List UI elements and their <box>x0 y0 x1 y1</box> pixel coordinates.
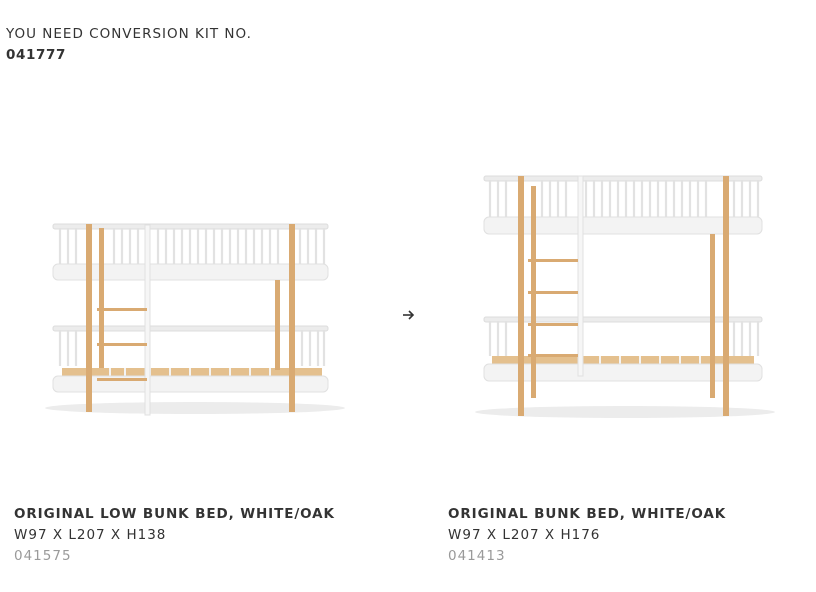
product-name[interactable]: ORIGINAL BUNK BED, WHITE/OAK <box>448 506 727 522</box>
low-bunk-bed-illustration <box>45 223 345 416</box>
product-card-low-bunk-bed[interactable]: ORIGINAL LOW BUNK BED, WHITE/OAK W97 X L… <box>14 120 384 564</box>
product-image-bunk-bed[interactable] <box>448 120 816 480</box>
product-dimensions: W97 X L207 X H176 <box>448 527 601 543</box>
product-name[interactable]: ORIGINAL LOW BUNK BED, WHITE/OAK <box>14 506 335 522</box>
product-image-low-bunk-bed[interactable] <box>14 120 384 480</box>
bunk-bed-illustration <box>475 175 775 418</box>
conversion-kit-heading: YOU NEED CONVERSION KIT NO. <box>6 26 252 42</box>
product-dimensions: W97 X L207 X H138 <box>14 527 167 543</box>
product-card-bunk-bed[interactable]: ORIGINAL BUNK BED, WHITE/OAK W97 X L207 … <box>448 120 816 564</box>
conversion-kit-number: 041777 <box>6 47 66 63</box>
arrow-right-icon <box>403 310 415 320</box>
product-sku: 041413 <box>448 548 506 564</box>
product-sku: 041575 <box>14 548 72 564</box>
